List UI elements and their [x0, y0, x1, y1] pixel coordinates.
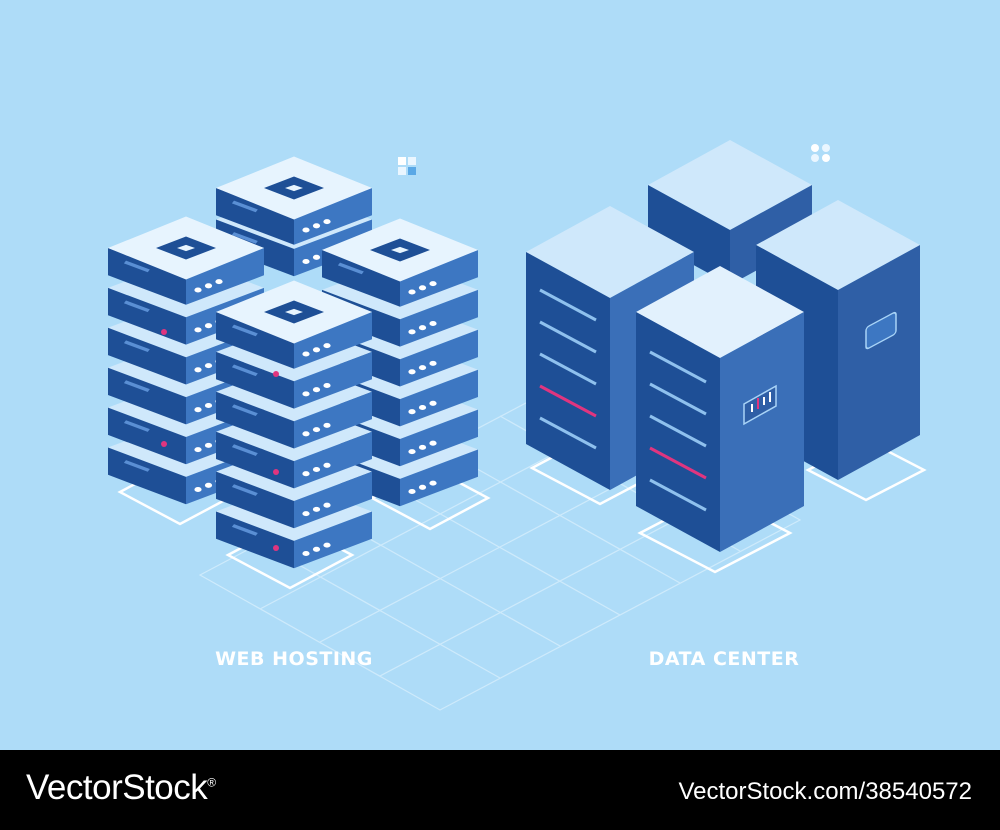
server-stack-front — [216, 280, 372, 569]
rack-front — [636, 266, 804, 552]
watermark-bar: VectorStock® VectorStock.com/38540572 — [0, 750, 1000, 830]
registered-mark: ® — [207, 775, 216, 790]
image-reference: VectorStock.com/38540572 — [678, 778, 972, 805]
rack-back — [648, 140, 812, 285]
data-center-label: DATA CENTER — [648, 648, 800, 670]
web-hosting-label: WEB HOSTING — [215, 648, 373, 670]
server-illustration — [108, 140, 927, 711]
brand-name: VectorStock — [26, 768, 208, 807]
illustration-canvas: WEB HOSTING DATA CENTER — [108, 140, 927, 711]
rack-front-display — [743, 384, 777, 426]
status-lights — [161, 329, 279, 551]
vectorstock-logo: VectorStock® — [26, 768, 216, 808]
decor-squares-left — [398, 157, 416, 175]
decor-squares-right — [811, 144, 830, 162]
